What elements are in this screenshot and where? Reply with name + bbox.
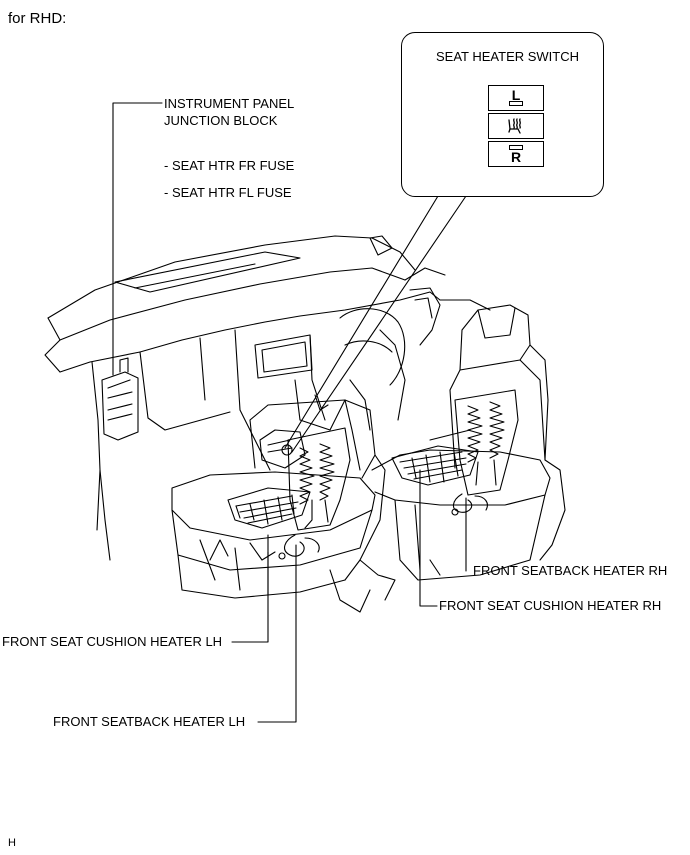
dashboard: [44, 235, 491, 531]
label-instrument-panel: INSTRUMENT PANEL: [164, 96, 295, 111]
left-seat: [171, 399, 396, 613]
label-seatback-heater-lh: FRONT SEATBACK HEATER LH: [53, 714, 246, 729]
label-fuse-fl: - SEAT HTR FL FUSE: [164, 185, 292, 200]
seat-heater-switch-center: [488, 113, 544, 139]
seat-heater-switch-left: L: [488, 85, 544, 111]
label-cushion-heater-rh: FRONT SEAT CUSHION HEATER RH: [439, 598, 662, 613]
callout-pointer: [281, 195, 467, 456]
seat-heater-switch-callout: SEAT HEATER SWITCH L R: [401, 32, 604, 197]
cushion-heater-rh: [391, 445, 479, 486]
indicator-right: [509, 145, 523, 150]
figure-code: H: [8, 837, 16, 849]
seatback-heater-lh: [278, 427, 351, 560]
leader-lines: [112, 102, 467, 723]
seatback-heater-rh: [451, 389, 519, 516]
seat-heater-switch-title: SEAT HEATER SWITCH: [436, 49, 580, 64]
cushion-heater-lh: [227, 487, 311, 529]
label-junction-block: JUNCTION BLOCK: [164, 113, 278, 128]
right-seat: [371, 304, 566, 581]
instrument-panel-junction-block: [101, 357, 139, 441]
diagram-variant-heading: for RHD:: [8, 10, 67, 27]
seat-heater-icon: [508, 118, 521, 134]
seat-heater-switch-right: R: [488, 141, 544, 167]
label-fuse-fr: - SEAT HTR FR FUSE: [164, 158, 295, 173]
door-outline: [99, 429, 471, 561]
indicator-left: [509, 101, 523, 106]
label-cushion-heater-lh: FRONT SEAT CUSHION HEATER LH: [2, 634, 223, 649]
label-seatback-heater-rh: FRONT SEATBACK HEATER RH: [473, 563, 668, 578]
